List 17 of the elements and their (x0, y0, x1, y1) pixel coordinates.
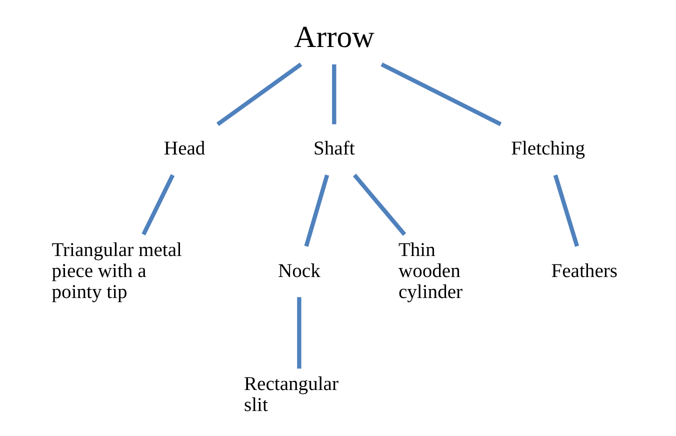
node-text: Feathers (551, 260, 618, 282)
node-text: Arrow (294, 20, 374, 54)
node-text: Triangular metal piece with a pointy tip (52, 240, 182, 303)
connector (352, 174, 406, 236)
connector (304, 174, 330, 247)
node-text: Rectangular slit (244, 374, 339, 416)
connector (380, 62, 502, 126)
node-text: Fletching (511, 138, 585, 160)
connector (216, 62, 302, 126)
connector (297, 297, 302, 369)
connector (332, 64, 336, 124)
connector (142, 174, 175, 236)
node-text: Thin wooden cylinder (398, 240, 463, 303)
node-text: Nock (278, 260, 320, 282)
node-text: Shaft (314, 138, 355, 160)
node-text: Head (164, 138, 206, 160)
connector (553, 174, 580, 247)
